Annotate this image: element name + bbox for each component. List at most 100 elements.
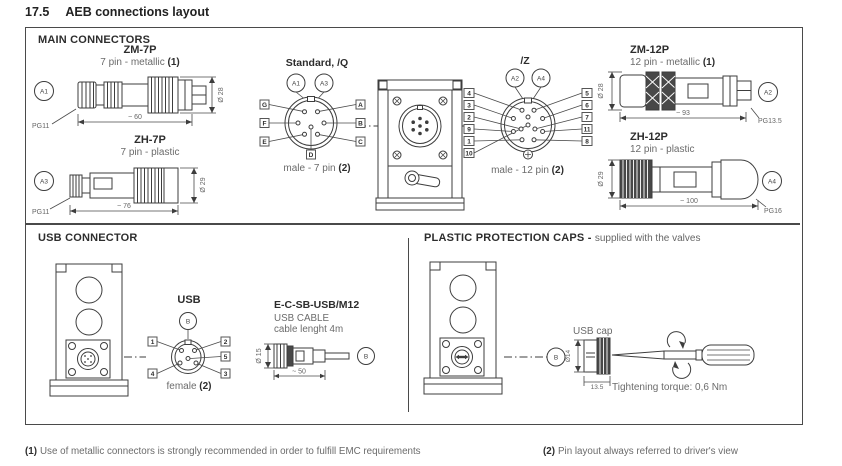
zm7p-ref-label: A1 — [40, 89, 48, 96]
cable-line1: USB CABLE — [274, 313, 329, 324]
valve-connector-socket — [392, 96, 448, 160]
svg-text:1: 1 — [151, 339, 155, 346]
zh12p-name: ZH-12P — [630, 131, 668, 143]
zm12p-dimensions — [608, 71, 760, 122]
cap-ref-circle: B — [546, 347, 566, 367]
usb-pinout-diagram: 1 4 2 5 3 B — [147, 312, 231, 379]
cable-line2: cable lenght 4m — [274, 324, 344, 335]
svg-text:5: 5 — [224, 354, 228, 361]
svg-text:3: 3 — [224, 371, 228, 378]
horizontal-divider — [26, 223, 800, 225]
zm7p-connector-body — [34, 76, 207, 114]
caps-header-bold: PLASTIC PROTECTION CAPS - — [424, 232, 592, 244]
cable-ref-label: B — [364, 354, 368, 361]
zh7p-connector-body — [34, 167, 179, 204]
zm7p-name: ZM-7P — [123, 44, 157, 56]
zm12p-ref-label: A2 — [764, 90, 772, 97]
svg-text:2: 2 — [224, 339, 228, 346]
usb-connector-header: USB CONNECTOR — [38, 232, 138, 244]
cable-drawing: B Ø 15 ~ 50 — [256, 343, 375, 380]
zh7p-dimensions — [49, 167, 198, 215]
usb-cap-label: USB cap — [573, 326, 613, 337]
zh12p-connector-body — [619, 159, 782, 200]
page-title: 17.5 AEB connections layout — [25, 5, 209, 19]
zh7p-name: ZH-7P — [134, 134, 166, 146]
usb-caption-note: (2) — [199, 381, 212, 392]
svg-text:6: 6 — [585, 102, 589, 109]
stdq-pin-boxes: G F E A B C D — [259, 99, 366, 160]
zm7p-dimensions — [51, 76, 216, 126]
section-number: 17.5 — [25, 5, 50, 19]
svg-text:11: 11 — [584, 126, 591, 133]
usb-pins — [177, 348, 199, 366]
footnote-2-text: Pin layout always referred to driver's v… — [557, 446, 738, 457]
cable-dimensions — [264, 343, 326, 380]
stdq-title: Standard, /Q — [285, 57, 349, 69]
usb-cap-drawing: Ø14 13.5 — [565, 337, 611, 391]
z12-pins — [510, 107, 546, 160]
zm12p-subtitle: 12 pin - metallic (1) — [630, 57, 715, 68]
zh12p-subtitle: 12 pin - plastic — [630, 144, 695, 155]
section-title-text: AEB connections layout — [65, 5, 210, 19]
z12-ref1: A2 — [511, 76, 519, 83]
footnote-1-marker: (1) — [25, 446, 37, 457]
z12-caption-note: (2) — [551, 165, 564, 176]
svg-text:10: 10 — [465, 150, 473, 157]
stdq-pinout-diagram: G F E A B C D A1 A3 — [259, 73, 366, 160]
z12-caption-text: male - 12 pin — [491, 165, 549, 176]
usb-pin-lines — [156, 341, 222, 374]
z12-pinout-diagram: 4 3 2 9 1 10 5 6 7 11 8 A2 A4 — [463, 68, 593, 160]
z12-ref2: A4 — [537, 76, 545, 83]
svg-text:8: 8 — [585, 138, 589, 145]
usb-title: USB — [177, 294, 201, 306]
valve-lever — [404, 170, 441, 188]
stdq-caption-note: (2) — [338, 163, 351, 174]
zh7p-len-label: ~ 76 — [117, 203, 131, 210]
svg-text:5: 5 — [585, 90, 589, 97]
zh7p-dia-label: Ø 29 — [200, 177, 207, 192]
svg-text:4: 4 — [151, 371, 155, 378]
svg-text:3: 3 — [467, 102, 471, 109]
usb-pin-boxes: 1 4 2 5 3 — [147, 336, 231, 379]
svg-text:7: 7 — [585, 114, 589, 121]
svg-text:4: 4 — [467, 90, 471, 97]
zh12p-dia-label: Ø 29 — [598, 171, 605, 186]
svg-text:C: C — [358, 139, 363, 146]
cable-dia-label: Ø 15 — [256, 348, 263, 363]
zm12p-dia-label: Ø 28 — [598, 83, 605, 98]
footnote-1: (1)Use of metallic connectors is strongl… — [25, 446, 421, 457]
cap-body — [583, 337, 611, 375]
z12-pin-boxes: 4 3 2 9 1 10 5 6 7 11 8 — [463, 88, 593, 158]
usb-ref-label: B — [186, 319, 190, 326]
stdq-pin-lines — [268, 104, 357, 150]
usb-valve-structure — [49, 263, 129, 397]
cap-dia-label: Ø14 — [565, 349, 572, 362]
zm7p-drawing: A1 Ø 28 ~ 60 PG11 — [32, 76, 225, 130]
usb-caption: female (2) — [134, 381, 244, 392]
zm7p-dia-label: Ø 28 — [218, 87, 225, 102]
rotation-arrows-icon — [666, 331, 692, 379]
zh12p-ref-label: A4 — [768, 179, 776, 186]
valve-body-drawing — [375, 79, 465, 211]
cap-dimensions — [574, 339, 611, 386]
svg-text:B: B — [358, 120, 363, 127]
z12-circle — [500, 68, 556, 153]
cap-width-label: 13.5 — [591, 384, 604, 391]
cable-name: E-C-SB-USB/M12 — [274, 299, 360, 311]
stdq-ref1: A1 — [292, 81, 300, 88]
zh7p-drawing: A3 Ø 29 ~ 76 PG11 — [32, 167, 207, 216]
stdq-caption-text: male - 7 pin — [283, 163, 336, 174]
footnote-2-marker: (2) — [543, 446, 555, 457]
zm7p-subtitle: 7 pin - metallic (1) — [60, 57, 220, 68]
zm12p-gland-label: PG13.5 — [758, 118, 782, 125]
cable-len-label: ~ 50 — [292, 369, 306, 376]
zh12p-gland-label: PG16 — [764, 208, 782, 215]
main-connectors-header: MAIN CONNECTORS — [38, 34, 151, 46]
zm12p-desc: 12 pin - metallic — [630, 57, 701, 68]
zh7p-ref-label: A3 — [40, 179, 48, 186]
svg-text:9: 9 — [467, 126, 471, 133]
z12-pin-lines — [473, 92, 583, 154]
zm7p-len-label: ~ 60 — [128, 114, 142, 121]
